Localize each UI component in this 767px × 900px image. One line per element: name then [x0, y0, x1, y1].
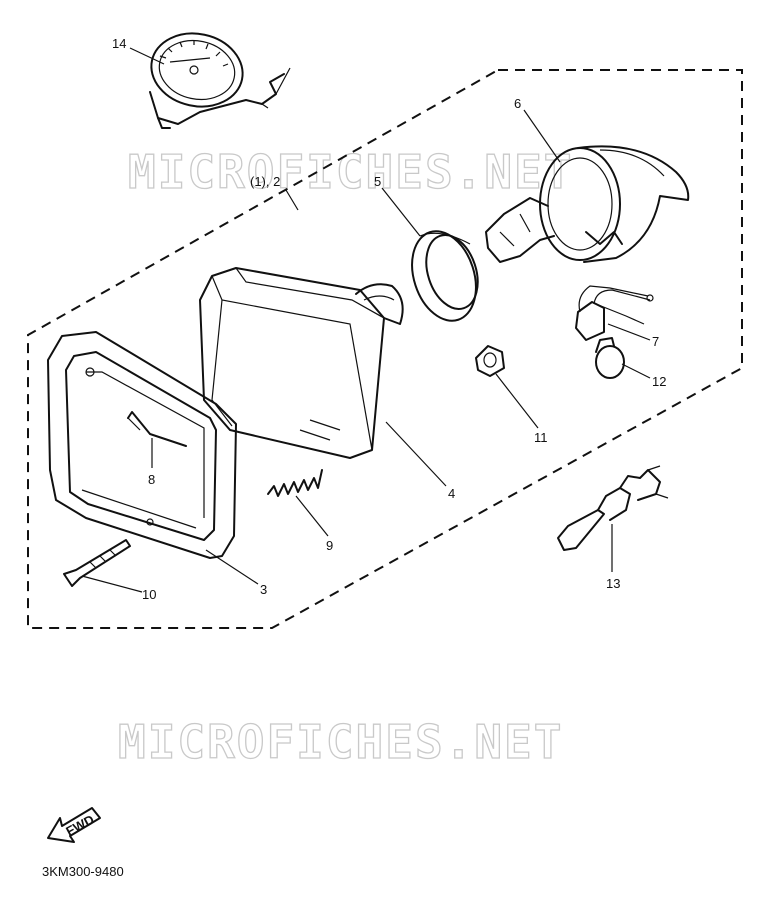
- watermark-bottom: MICROFICHES.NET: [118, 715, 563, 769]
- callout-5: 5: [374, 174, 381, 189]
- part-10-screw: [63, 539, 131, 587]
- part-7-socket-cord: [575, 285, 654, 341]
- part-14-meter: [149, 32, 291, 129]
- part-9-spring: [267, 469, 323, 497]
- part-4-headlight-unit: [199, 267, 404, 459]
- part-5-ring: [411, 230, 479, 322]
- callout-8: 8: [148, 472, 155, 487]
- callout-14: 14: [112, 36, 126, 51]
- forward-arrow-label: FWD: [63, 812, 96, 839]
- forward-arrow-icon: FWD: [47, 807, 101, 843]
- part-13-halogen-bulb: [557, 465, 669, 551]
- part-6-socket: [485, 145, 690, 263]
- callout-6: 6: [514, 96, 521, 111]
- callout-11: 11: [534, 430, 548, 445]
- callout-9: 9: [326, 538, 333, 553]
- leader-lines: [81, 47, 651, 593]
- callout-7: 7: [652, 334, 659, 349]
- callout-13: 13: [606, 576, 620, 591]
- callout-12: 12: [652, 374, 666, 389]
- callout-4: 4: [448, 486, 455, 501]
- callout-10: 10: [142, 587, 156, 602]
- callout-1-2: (1), 2: [250, 174, 280, 189]
- watermark-top: MICROFICHES.NET: [128, 145, 573, 199]
- part-11-nut: [475, 345, 505, 377]
- part-3-rim: [47, 331, 237, 559]
- part-8-clip: [127, 411, 187, 447]
- callout-3: 3: [260, 582, 267, 597]
- part-12-bulb: [595, 337, 625, 379]
- part-code: 3KM300-9480: [42, 864, 124, 879]
- assembly-boundary: [27, 69, 743, 629]
